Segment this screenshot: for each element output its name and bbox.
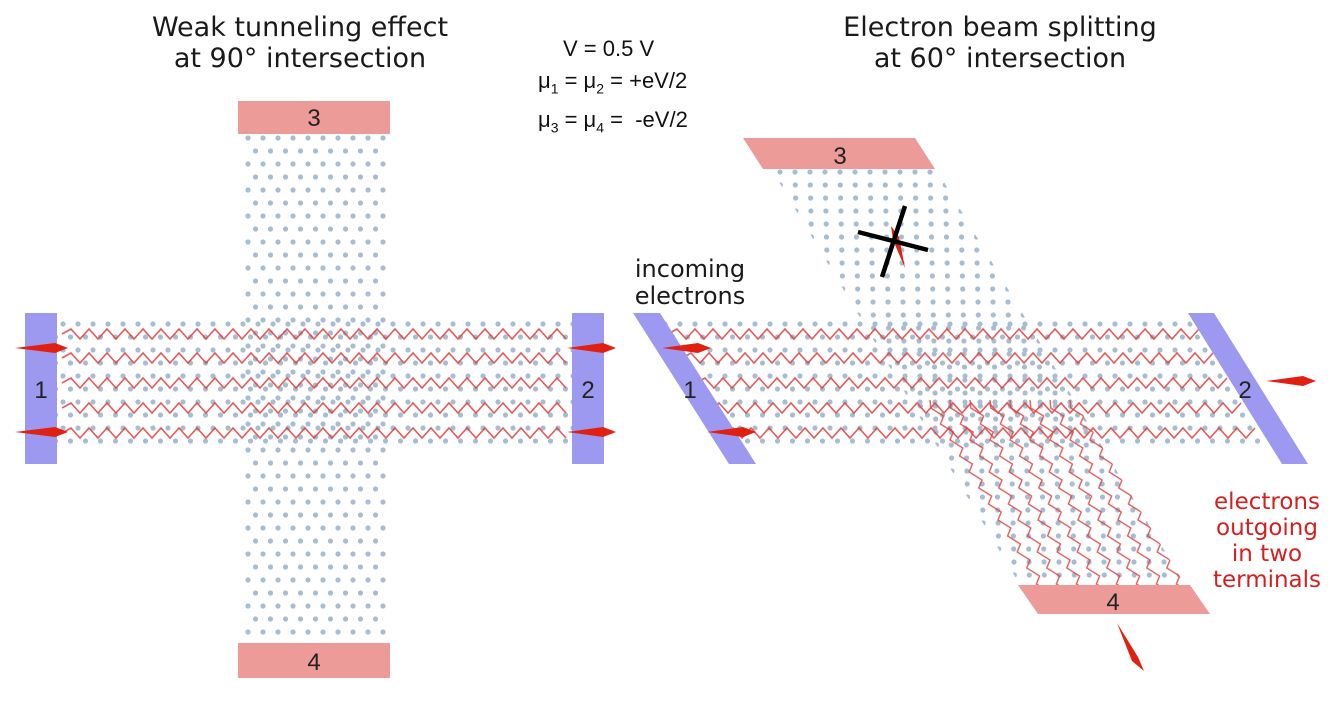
right-lead-2-label: 2 (1238, 377, 1251, 404)
left-lead-2-label: 2 (581, 377, 594, 404)
right-arrow-out-4 (1117, 623, 1144, 671)
right-arrow-in-2 (707, 427, 756, 437)
mu-2-symbol: = μ (558, 68, 597, 93)
mu-2-sub: 2 (596, 80, 605, 97)
incoming-line-2: electrons (634, 282, 746, 310)
mu-34-value: = -eV/2 (604, 107, 688, 133)
right-current-paths (667, 327, 1256, 440)
outgoing-line-1: electrons (1214, 489, 1320, 515)
left-arrow-in-2 (15, 427, 68, 437)
left-title-line-2: at 90° intersection (173, 43, 427, 74)
left-arrows (15, 343, 616, 437)
left-arrow-out-2 (567, 427, 616, 437)
right-title: Electron beam splitting at 60° intersect… (820, 12, 1180, 74)
left-lead-1 (25, 313, 57, 464)
right-title-line-2: at 60° intersection (873, 43, 1127, 74)
right-arrow-out-2 (1266, 376, 1316, 386)
right-lead-1-label: 1 (683, 377, 696, 404)
right-lead-2 (1188, 313, 1308, 464)
mu-12-value: = +eV/2 (604, 68, 688, 93)
right-lead-1 (633, 313, 756, 464)
right-title-line-1: Electron beam splitting (843, 12, 1157, 43)
right-horizontal-ribbon (660, 321, 1270, 444)
left-vertical-ribbon (243, 135, 388, 635)
blocked-cross-icon (857, 205, 929, 278)
right-lead-4 (1018, 585, 1210, 614)
mu-3-sub: 3 (550, 119, 559, 136)
left-lead-3-label: 3 (307, 105, 320, 132)
mu-4-symbol: = μ (558, 107, 597, 133)
mu-1-symbol: μ (538, 68, 551, 93)
outgoing-line-4: terminals (1212, 567, 1322, 593)
mu-4-sub: 4 (596, 119, 605, 136)
left-horizontal-ribbon (55, 321, 575, 444)
incoming-label: incoming electrons (620, 256, 760, 310)
bias-formula: V = 0.5 V μ1 = μ2 = +eV/2 μ3 = μ4 = -eV/… (538, 33, 738, 144)
voltage-line: V = 0.5 V (538, 33, 738, 65)
mu-line-1: μ1 = μ2 = +eV/2 (538, 65, 738, 104)
right-lead-4-label: 4 (1106, 589, 1119, 616)
voltage-text: V = 0.5 V (563, 36, 655, 61)
right-lead-3-label: 3 (833, 143, 846, 170)
right-lead-3 (743, 138, 935, 169)
left-lead-4 (238, 643, 390, 678)
mu-1-sub: 1 (550, 80, 559, 97)
right-arrows (662, 226, 1316, 671)
mu-3-symbol: μ (538, 107, 551, 133)
mu-line-2: μ3 = μ4 = -eV/2 (538, 104, 738, 143)
left-lead-2 (572, 313, 604, 464)
right-arrow-in-1 (662, 343, 711, 353)
left-lead-4-label: 4 (307, 649, 320, 676)
left-lead-3 (238, 101, 390, 134)
outgoing-label: electrons outgoing in two terminals (1200, 489, 1334, 593)
outgoing-line-2: outgoing (1216, 515, 1318, 541)
incoming-line-1: incoming (634, 255, 746, 283)
left-arrow-out-1 (567, 343, 616, 353)
outgoing-line-3: in two (1231, 541, 1303, 567)
left-title: Weak tunneling effect at 90° intersectio… (130, 12, 470, 74)
left-current-paths (61, 327, 567, 440)
left-lead-1-label: 1 (34, 377, 47, 404)
left-arrow-in-1 (15, 343, 68, 353)
left-title-line-1: Weak tunneling effect (151, 12, 449, 43)
